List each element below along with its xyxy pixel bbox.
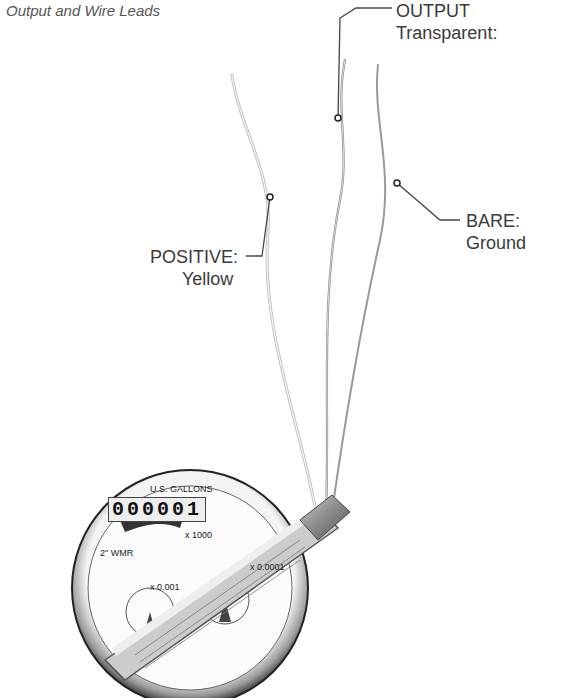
dial-text: x 0.001 [150,582,180,592]
dial-text: x 0.0001 [250,562,285,572]
counter-digits: 000001 [108,497,206,522]
dial-text: x 1000 [185,530,212,540]
dial-text: U.S. GALLONS [150,484,213,494]
callout-label: Ground [466,232,526,254]
callout-label: OUTPUT [396,0,470,22]
callout-label: Transparent: [396,22,497,44]
callout-label: Yellow [182,268,233,290]
callout-label: POSITIVE: [150,246,238,268]
diagram-title: Output and Wire Leads [6,2,160,19]
dial-text: 2" WMR [100,548,133,558]
callout-label: BARE: [466,210,520,232]
